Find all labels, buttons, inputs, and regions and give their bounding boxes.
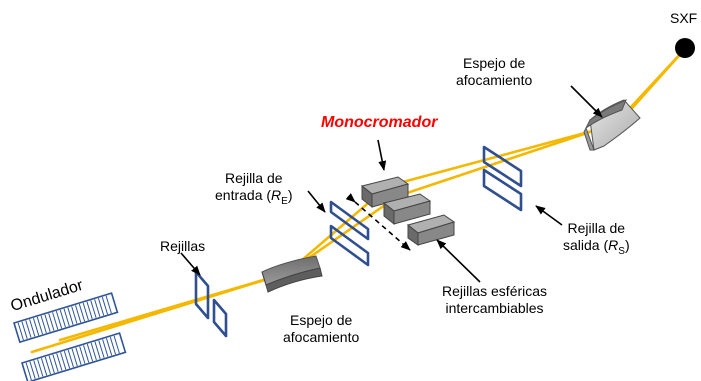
- entrance-slit: [329, 200, 370, 267]
- espejo-top-label: Espejo de afocamiento: [456, 55, 532, 89]
- arrow-monocromador: [377, 139, 387, 171]
- undulator-lower-array: [21, 332, 127, 381]
- espejo-top-line-2: afocamiento: [456, 72, 533, 88]
- rejillas-esfericas-label: Rejillas esféricas intercambiables: [442, 283, 547, 317]
- sxf-label: SXF: [670, 10, 698, 26]
- rejillas-label: Rejillas: [160, 238, 206, 254]
- espejo-bottom-label: Espejo de afocamiento: [283, 312, 359, 346]
- rejilla-entrada-text-a: entrada (: [215, 187, 272, 203]
- rejilla-salida-subscript: S: [618, 245, 625, 257]
- monocromador-title: Monocromador: [321, 114, 438, 131]
- rejilla-salida-line-1: Rejilla de: [567, 220, 626, 236]
- espejo-top-line-1: Espejo de: [463, 55, 526, 71]
- sxf-endstation-dot: [675, 38, 695, 58]
- arrow-rejilla-entrada: [307, 190, 326, 213]
- rejilla-entrada-text-b: ): [287, 187, 293, 203]
- arrow-rejilla-salida: [535, 205, 563, 226]
- rejilla-entrada-symbol: R: [271, 187, 282, 203]
- rejilla-entrada-subscript: E: [281, 195, 288, 207]
- focusing-mirror-lower: [261, 255, 323, 293]
- rejilla-salida-label: Rejilla de salida (RS): [563, 220, 630, 260]
- rejillas-esfericas-line-2: intercambiables: [445, 300, 544, 316]
- rejilla-entrada-line-2: entrada (RE): [215, 187, 293, 210]
- rejilla-entrada-label: Rejilla de entrada (RE): [215, 170, 293, 210]
- annotation-arrows: [180, 85, 603, 283]
- rejilla-salida-line-2: salida (RS): [563, 237, 630, 260]
- arrow-rejillas-esfericas: [436, 239, 481, 283]
- rejilla-entrada-line-1: Rejilla de: [224, 170, 283, 186]
- arrow-espejo-top: [570, 85, 603, 118]
- arrow-grating-exchange: [345, 193, 411, 251]
- exit-slit: [482, 145, 523, 212]
- espejo-bottom-line-2: afocamiento: [283, 329, 360, 345]
- rejillas-slit: [194, 270, 228, 338]
- xray-beam: [30, 48, 686, 354]
- espejo-bottom-line-1: Espejo de: [290, 312, 353, 328]
- rejilla-salida-text-a: salida (: [563, 237, 609, 253]
- undulator-upper-array: [13, 292, 119, 344]
- spherical-grating-3: [406, 214, 456, 246]
- rejilla-salida-text-b: ): [624, 237, 630, 253]
- rejillas-esfericas-line-1: Rejillas esféricas: [442, 283, 548, 299]
- undulator: [13, 292, 127, 381]
- rejilla-salida-symbol: R: [608, 237, 619, 253]
- arrow-rejillas: [180, 252, 201, 276]
